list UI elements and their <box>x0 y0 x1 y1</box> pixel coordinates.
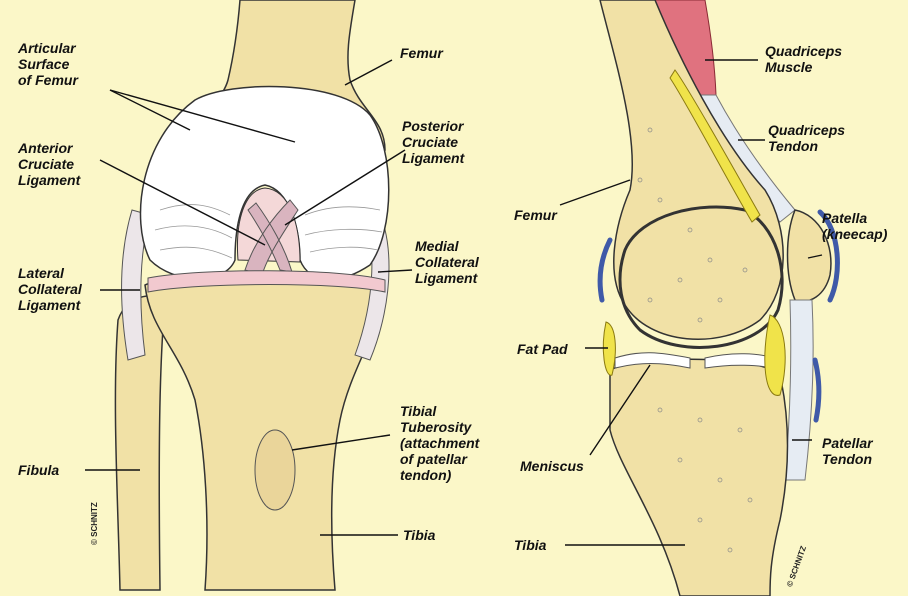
label-medial-collateral-ligament: Medial Collateral Ligament <box>415 238 479 286</box>
front-view <box>85 0 412 590</box>
fat-pad-posterior <box>765 315 785 395</box>
tibial-tuberosity-shape <box>255 430 295 510</box>
label-lateral-collateral-ligament: Lateral Collateral Ligament <box>18 265 82 313</box>
label-tibial-tuberosity: Tibial Tuberosity (attachment of patella… <box>400 403 479 483</box>
label-fat-pad: Fat Pad <box>517 341 568 357</box>
label-femur-side: Femur <box>514 207 557 223</box>
label-femur-front: Femur <box>400 45 443 61</box>
label-articular-surface-of-femur: Articular Surface of Femur <box>18 40 78 88</box>
label-tibia-side: Tibia <box>514 537 546 553</box>
label-fibula: Fibula <box>18 462 59 478</box>
bursa-lower <box>815 360 819 420</box>
label-patellar-tendon: Patellar Tendon <box>822 435 873 467</box>
bursa-upper <box>600 240 610 300</box>
label-patella: Patella (kneecap) <box>822 210 887 242</box>
tibia-bone-front <box>145 278 385 590</box>
label-posterior-cruciate-ligament: Posterior Cruciate Ligament <box>402 118 464 166</box>
label-tibia-front: Tibia <box>403 527 435 543</box>
patellar-tendon-shape <box>785 300 813 480</box>
artist-credit-left: © SCHNITZ <box>90 502 99 545</box>
side-view <box>560 0 837 596</box>
label-meniscus: Meniscus <box>520 458 584 474</box>
label-quadriceps-muscle: Quadriceps Muscle <box>765 43 842 75</box>
label-anterior-cruciate-ligament: Anterior Cruciate Ligament <box>18 140 80 188</box>
tibia-bone-side <box>610 359 788 596</box>
label-quadriceps-tendon: Quadriceps Tendon <box>768 122 845 154</box>
